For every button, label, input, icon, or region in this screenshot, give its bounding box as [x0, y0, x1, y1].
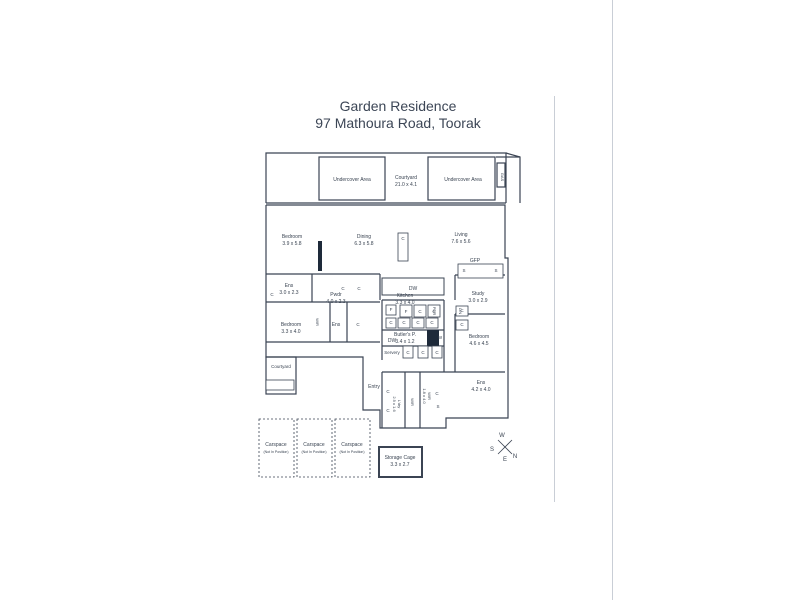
room-bedroom-2: Bedroom	[281, 322, 301, 328]
fixture-w: W	[438, 335, 443, 340]
room-courtyard-size: 21.0 x 4.1	[395, 182, 417, 188]
room-butlers-pantry: Butler's P.	[394, 332, 416, 338]
outer-wall-right	[266, 204, 509, 429]
fixture-s: S	[462, 268, 465, 273]
gas-outline	[496, 162, 506, 188]
fixture-c: C	[406, 350, 410, 355]
room-study: Study	[472, 291, 485, 297]
room-powder: Pwdr	[330, 292, 342, 298]
fixture-c: C	[401, 236, 405, 241]
room-study-size: 3.0 x 2.9	[468, 298, 487, 304]
room-ensuite-3: Ens	[477, 380, 486, 386]
plan-address: 97 Mathoura Road, Toorak	[315, 115, 481, 131]
fixture-c: C	[270, 292, 274, 297]
room-living: Living	[454, 232, 467, 238]
carspace-label: Carspace	[341, 442, 363, 448]
room-ensuite-2: Ens	[332, 322, 341, 328]
fixture-c: C	[356, 322, 360, 327]
fixture-c: C	[460, 322, 464, 327]
fixture-lin: LIN	[458, 308, 463, 314]
room-ensuite-3-size: 4.2 x 4.0	[471, 387, 490, 393]
fixture-c: C	[389, 320, 393, 325]
carspace-outlines	[258, 418, 371, 478]
compass-n: N	[513, 454, 517, 460]
room-courtyard-small: Courtyard	[271, 364, 291, 369]
fixture-c: C	[435, 350, 439, 355]
room-wir-size: 1.8 x 4.0	[422, 388, 427, 404]
fixture-servery: Servery	[384, 350, 400, 355]
fixture-dishwasher: DW	[388, 338, 397, 344]
gfp-label: GFP	[470, 258, 481, 264]
fixture-c: C	[341, 286, 345, 291]
fixture-wir: WIR	[315, 318, 320, 326]
room-powder-size: 4.0 x 2.3	[326, 299, 345, 305]
fixture-f: F	[390, 307, 393, 312]
fixture-c: C	[402, 320, 406, 325]
room-laundry: L'dry	[397, 400, 402, 409]
fixture-dishwasher: DW	[409, 286, 418, 292]
fixture-s: S	[494, 268, 497, 273]
page-edge-rule	[612, 0, 613, 600]
gas-label: GAS	[500, 173, 505, 182]
room-bedroom-1: Bedroom	[282, 234, 302, 240]
room-undercover-left: Undercover Area	[333, 177, 371, 183]
fixture-c: C	[386, 408, 390, 413]
room-undercover-right: Undercover Area	[444, 177, 482, 183]
carspace-note: (Not In Position)	[339, 450, 364, 454]
fixture-wir-stack: WIR	[410, 398, 415, 406]
carspace-label: Carspace	[303, 442, 325, 448]
compass-s: S	[490, 447, 494, 453]
compass-e: E	[503, 457, 507, 463]
fixture-c: C	[421, 350, 425, 355]
fixture-c: C	[386, 389, 390, 394]
room-kitchen: Kitchen	[397, 293, 414, 299]
right-margin-rule	[554, 96, 555, 502]
room-courtyard: Courtyard	[395, 175, 417, 181]
compass-rose: W N S E	[490, 433, 517, 463]
courtyard-small-outline	[265, 356, 297, 395]
fixture-pdr: PDR	[432, 307, 437, 316]
room-kitchen-size: 3.3 x 4.0	[395, 300, 414, 306]
fixture-c: C	[432, 309, 436, 314]
room-laundry-size: 2.9 x 1.6	[392, 396, 397, 412]
carspace-note: (Not In Position)	[301, 450, 326, 454]
room-living-size: 7.6 x 5.6	[451, 239, 470, 245]
plan-title: Garden Residence	[339, 98, 457, 114]
fixture-c: C	[435, 391, 439, 396]
fixture-c: C	[460, 308, 464, 313]
room-bedroom-2-size: 3.3 x 4.0	[281, 329, 300, 335]
room-entry: Entry	[368, 384, 380, 390]
compass-w: W	[499, 433, 505, 439]
undercover-left-outline	[318, 156, 386, 201]
fixture-c: C	[430, 320, 434, 325]
outer-wall-top	[265, 152, 507, 203]
fixture-c: C	[418, 309, 422, 314]
plan-walls	[265, 152, 521, 478]
room-bedroom-3: Bedroom	[469, 334, 489, 340]
room-ensuite-1-size: 3.0 x 2.3	[279, 290, 298, 296]
room-bedroom-1-size: 3.9 x 5.8	[282, 241, 301, 247]
fixture-s: S	[436, 404, 439, 409]
fixture-c: C	[357, 286, 361, 291]
fixture-f: F	[405, 309, 408, 314]
room-storage-cage: Storage Cage	[385, 455, 416, 461]
undercover-right-outline	[427, 156, 496, 201]
fixture-c: C	[416, 320, 420, 325]
room-dining-size: 6.3 x 5.8	[354, 241, 373, 247]
carspace-label: Carspace	[265, 442, 287, 448]
room-ensuite-1: Ens	[285, 283, 294, 289]
room-bedroom-3-size: 4.6 x 4.5	[469, 341, 488, 347]
room-dining: Dining	[357, 234, 371, 240]
carspace-note: (Not In Position)	[263, 450, 288, 454]
room-wir: WIR	[427, 392, 432, 400]
room-storage-size: 3.3 x 2.7	[390, 462, 409, 468]
room-butlers-size: 3.4 x 1.2	[395, 339, 414, 345]
